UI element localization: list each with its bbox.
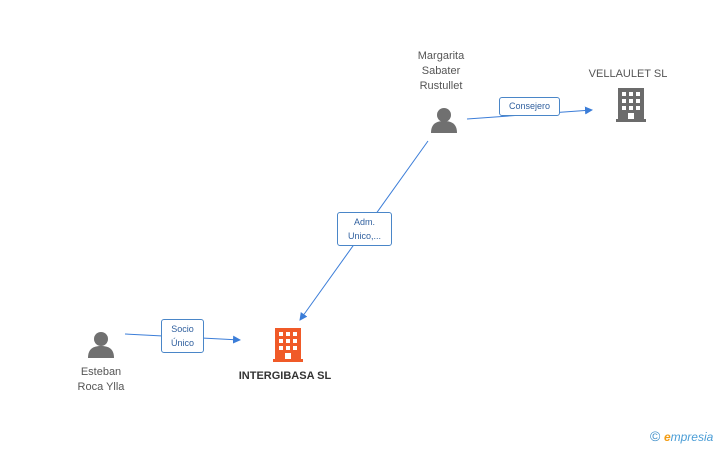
node-label-intergibasa[interactable]: INTERGIBASA SL — [238, 370, 332, 382]
brand-logo: empresia — [663, 430, 714, 444]
building-icon[interactable] — [616, 88, 646, 122]
building-icon[interactable] — [273, 328, 303, 362]
node-label-esteban[interactable]: Esteban Roca Ylla — [77, 366, 125, 393]
edge-label-adm-unico: Adm. Unico,... — [337, 212, 392, 246]
node-label-vellaulet[interactable]: VELLAULET SL — [588, 68, 668, 80]
person-icon[interactable] — [431, 108, 457, 133]
person-icon[interactable] — [88, 332, 114, 358]
node-label-margarita[interactable]: Margarita Sabater Rustullet — [417, 50, 465, 92]
edge-label-consejero: Consejero — [499, 97, 560, 116]
footer-brand: © empresia — [650, 428, 713, 444]
copyright-symbol: © — [650, 428, 661, 444]
edge-label-socio-unico: Socio Único — [161, 319, 204, 353]
